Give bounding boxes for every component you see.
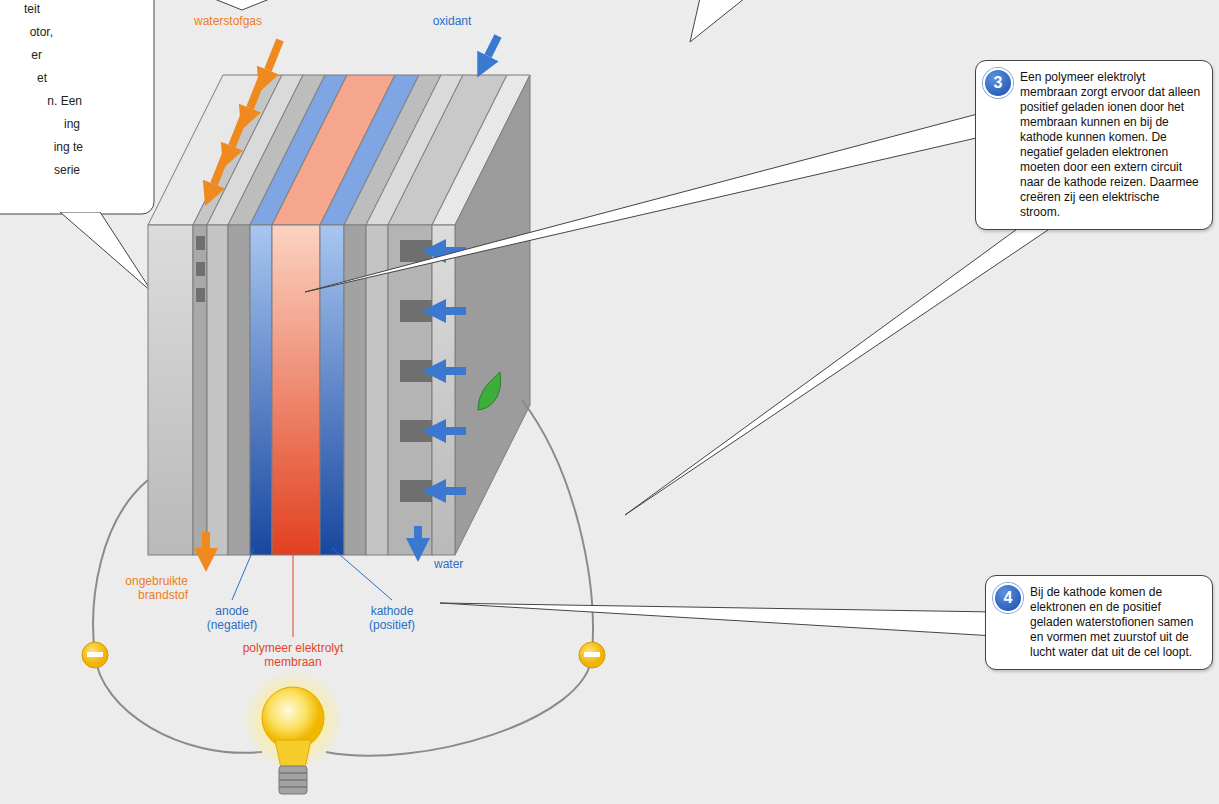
flow-plate bbox=[193, 225, 207, 555]
end-plate bbox=[148, 225, 193, 555]
channel bbox=[400, 480, 432, 502]
callout-tail bbox=[625, 205, 1085, 515]
bulb-glow bbox=[243, 670, 343, 770]
part-label: waterstofgas bbox=[193, 14, 263, 28]
leader-line bbox=[293, 548, 294, 637]
minus-terminal bbox=[82, 642, 108, 668]
part-label: ongebruikte brandstof bbox=[100, 574, 188, 602]
hydrogen-arrows bbox=[206, 40, 280, 548]
minus-sign bbox=[584, 652, 600, 657]
end-plate-side bbox=[455, 75, 530, 555]
leader-line bbox=[232, 548, 254, 600]
membrane-layer bbox=[272, 225, 320, 555]
callout-text: otor, bbox=[0, 25, 53, 39]
stack-top bbox=[148, 75, 530, 555]
part-label: polymeer elektrolyt membraan bbox=[222, 641, 364, 669]
light-bulb bbox=[243, 670, 343, 794]
channel bbox=[196, 262, 205, 276]
channel bbox=[400, 420, 432, 442]
channel bbox=[196, 236, 205, 250]
end-plate bbox=[432, 225, 455, 555]
minus-sign bbox=[87, 652, 103, 657]
wire bbox=[326, 400, 593, 756]
fuel-channels bbox=[196, 236, 205, 302]
minus-circle bbox=[82, 642, 108, 668]
part-label: oxidant bbox=[420, 14, 484, 28]
exhaust-arrow bbox=[202, 532, 210, 548]
water-arrow bbox=[414, 526, 422, 538]
callout-text: ing bbox=[0, 117, 80, 131]
callout-text: Bij de kathode komen de elektronen en de… bbox=[1030, 585, 1202, 660]
flow-plate bbox=[388, 225, 432, 555]
part-label: kathode (positief) bbox=[357, 604, 427, 632]
callout-number: 3 bbox=[983, 68, 1013, 98]
channel bbox=[196, 288, 205, 302]
oxidant-arrows bbox=[418, 36, 498, 538]
callout-text: serie bbox=[0, 163, 80, 177]
callout-text: et bbox=[0, 71, 47, 85]
oxidant-arrow bbox=[446, 487, 466, 495]
callout-number: 4 bbox=[993, 583, 1023, 613]
channel bbox=[400, 360, 432, 382]
callout-text: er bbox=[0, 48, 42, 62]
callout-box: 4Bij de kathode komen de elektronen en d… bbox=[985, 575, 1213, 670]
diffusion-layer bbox=[228, 225, 250, 555]
callout-tail bbox=[690, 0, 745, 42]
bulb-thread bbox=[279, 773, 307, 787]
gas-arrow bbox=[214, 154, 226, 184]
callout-text: n. Een bbox=[0, 94, 82, 108]
channel bbox=[400, 240, 432, 262]
oxidant-arrow bbox=[446, 367, 466, 375]
gas-arrow bbox=[268, 40, 280, 70]
callout-tail bbox=[305, 112, 985, 292]
diffusion-layer bbox=[344, 225, 366, 555]
minus-terminal bbox=[579, 642, 605, 668]
cathode-layer bbox=[320, 225, 344, 555]
part-label: water bbox=[434, 557, 478, 571]
oxidant-arrow bbox=[446, 307, 466, 315]
oxidant-arrow bbox=[488, 36, 498, 56]
flow-plate bbox=[207, 225, 228, 555]
anode-layer bbox=[250, 225, 272, 555]
callout-text: ing te bbox=[0, 140, 83, 154]
bulb-neck bbox=[275, 740, 311, 768]
leaf-icon bbox=[478, 372, 501, 410]
bulb-base bbox=[279, 766, 307, 794]
callout-text: teit bbox=[0, 2, 40, 16]
gas-arrow bbox=[250, 78, 262, 108]
gas-arrow bbox=[232, 116, 244, 146]
callout-box: 3Een polymeer elektrolyt membraan zorgt … bbox=[975, 60, 1213, 230]
callout-tail bbox=[212, 0, 272, 10]
oxidant-arrow bbox=[446, 427, 466, 435]
leader-line bbox=[332, 548, 392, 600]
channel bbox=[400, 300, 432, 322]
callout-box bbox=[0, 0, 154, 214]
oxidant-channels bbox=[400, 240, 432, 502]
callout-tail-join bbox=[58, 205, 102, 212]
minus-circle bbox=[579, 642, 605, 668]
stack-front bbox=[148, 225, 455, 555]
callout-text: Een polymeer elektrolyt membraan zorgt e… bbox=[1020, 70, 1202, 220]
callout-tail bbox=[440, 603, 995, 636]
callout-tail bbox=[60, 212, 152, 292]
part-label: anode (negatief) bbox=[197, 604, 267, 632]
